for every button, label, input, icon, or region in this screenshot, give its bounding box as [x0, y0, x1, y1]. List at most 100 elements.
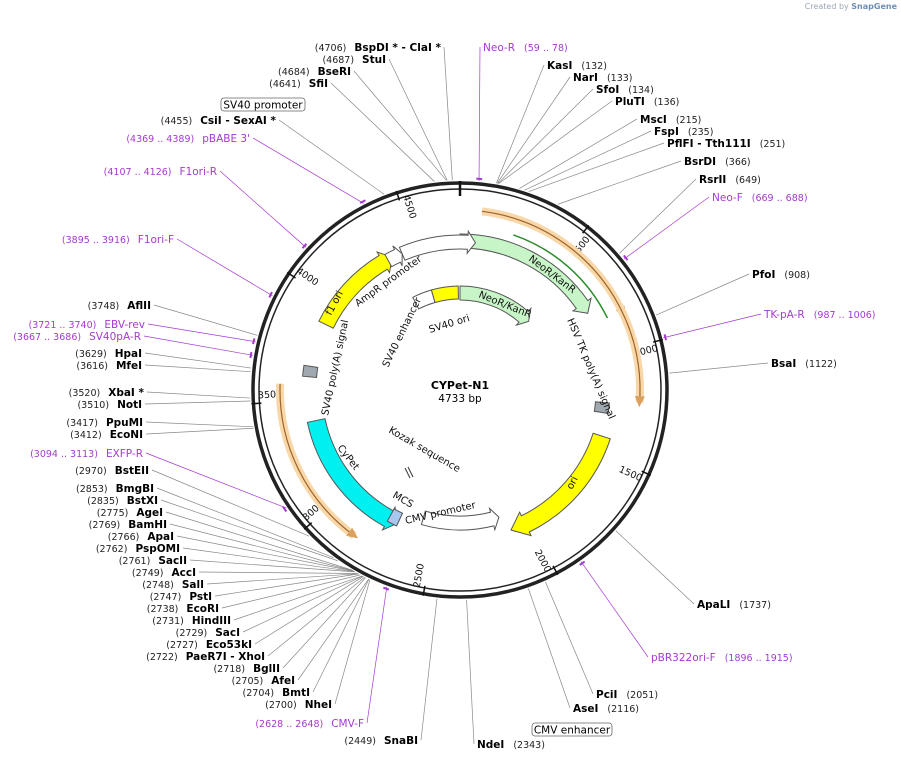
enzyme-site[interactable]: BsrDI(366): [684, 156, 751, 168]
cypet-arrow[interactable]: [306, 418, 399, 531]
enzyme-site[interactable]: Eco53kI(2727): [166, 639, 252, 651]
neo-kanr-outer-arc[interactable]: [513, 234, 609, 319]
enzyme-site[interactable]: MscI(215): [640, 114, 701, 126]
leader-line: [496, 76, 571, 184]
primer-site[interactable]: TK-pA-R(987 .. 1006): [763, 309, 876, 321]
boxed-feature-label[interactable]: SV40 promoter: [220, 97, 306, 112]
site-name: NheI: [305, 699, 332, 711]
enzyme-site[interactable]: SacII(2761): [119, 555, 187, 567]
leader-line: [156, 487, 334, 559]
enzyme-site[interactable]: PflFI - Tth111I(251): [667, 138, 785, 150]
tick-label: 1500: [617, 464, 644, 484]
hsv-tk-polya-box[interactable]: [593, 401, 610, 415]
enzyme-site[interactable]: KasI(132): [547, 60, 607, 72]
site-position: (2718): [213, 664, 245, 675]
ori-label: ori: [565, 475, 581, 492]
site-position: (3629): [75, 349, 107, 360]
primer-site[interactable]: EXFP-R(3094 .. 3113): [30, 448, 143, 460]
enzyme-site[interactable]: FspI(235): [654, 126, 713, 138]
tick-mark: [652, 338, 664, 343]
leader-line: [278, 119, 385, 195]
leader-line: [146, 391, 251, 399]
enzyme-site[interactable]: AseI(2116): [573, 703, 639, 715]
enzyme-site[interactable]: PpuMI(3417): [66, 417, 143, 429]
primer-site[interactable]: F1ori-F(3895 .. 3916): [62, 234, 174, 246]
enzyme-site[interactable]: SacI(2729): [176, 627, 240, 639]
enzyme-site[interactable]: XbaI *(3520): [69, 387, 145, 399]
enzyme-site[interactable]: AgeI(2775): [97, 507, 163, 519]
leader-line: [176, 238, 273, 296]
leader-line: [198, 571, 358, 574]
primer-site[interactable]: CMV-F(2628 .. 2648): [255, 718, 364, 730]
site-position: (2628 .. 2648): [255, 719, 323, 730]
kozak-box[interactable]: [386, 508, 404, 527]
enzyme-site[interactable]: BmtI(2704): [243, 687, 310, 699]
primer-site[interactable]: SV40pA-R(3667 .. 3686): [13, 331, 141, 343]
enzyme-site[interactable]: NarI(133): [573, 72, 633, 84]
neo-kanr-inner-arrow[interactable]: [459, 285, 532, 327]
primer-mark: [252, 338, 256, 345]
enzyme-site[interactable]: ApaI(2766): [108, 531, 174, 543]
site-position: (4455): [161, 116, 193, 127]
sv40-enhancer-box[interactable]: [412, 289, 436, 310]
enzyme-site[interactable]: SfoI(134): [596, 84, 654, 96]
enzyme-site[interactable]: AccI(2749): [132, 567, 196, 579]
sv40-polya-box[interactable]: [302, 364, 319, 378]
enzyme-site[interactable]: SnaBI(2449): [344, 735, 418, 747]
enzyme-site[interactable]: CsiI - SexAI *(4455): [161, 115, 277, 127]
enzyme-site[interactable]: BmgBI(2853): [76, 483, 154, 495]
site-name: SfiI: [309, 78, 328, 90]
enzyme-site[interactable]: SalI(2748): [142, 579, 204, 591]
enzyme-site[interactable]: BstEII(2970): [75, 465, 149, 477]
enzyme-site[interactable]: BsaI(1122): [771, 358, 837, 370]
boxed-feature-label[interactable]: CMV enhancer: [531, 722, 613, 737]
enzyme-site[interactable]: PstI(2747): [150, 591, 212, 603]
site-name: HindIII: [192, 615, 231, 627]
enzyme-site[interactable]: BseRI(4684): [278, 66, 351, 78]
enzyme-site[interactable]: EcoRI(2738): [147, 603, 219, 615]
enzyme-site[interactable]: RsrII(649): [699, 174, 761, 186]
site-name: pBR322ori-F: [651, 652, 716, 664]
primer-site[interactable]: F1ori-R(4107 .. 4126): [104, 166, 217, 178]
primer-site[interactable]: pBR322ori-F(1896 .. 1915): [651, 652, 793, 664]
enzyme-site[interactable]: NdeI(2343): [477, 739, 545, 751]
enzyme-site[interactable]: PfoI(908): [752, 269, 810, 281]
site-name: PciI: [596, 689, 617, 701]
primer-site[interactable]: pBABE 3'(4369 .. 4389): [126, 133, 250, 145]
enzyme-site[interactable]: PciI(2051): [596, 689, 658, 701]
enzyme-site[interactable]: AflII(3748): [88, 300, 151, 312]
enzyme-site[interactable]: HindIII(2731): [152, 615, 231, 627]
primer-site[interactable]: Neo-R(59 .. 78): [483, 42, 568, 54]
ampr-promoter-arrow[interactable]: [398, 229, 477, 261]
enzyme-site[interactable]: NheI(2700): [265, 699, 332, 711]
enzyme-site[interactable]: PspOMI(2762): [96, 543, 180, 555]
ori-arrow[interactable]: [510, 432, 611, 537]
enzyme-site[interactable]: SfiI(4641): [269, 78, 328, 90]
tick-label: 2500: [412, 563, 427, 589]
enzyme-site[interactable]: ApaLI(1737): [697, 599, 771, 611]
cmv-promoter-arrow[interactable]: [420, 506, 500, 532]
site-position: (235): [688, 127, 714, 138]
tick-label: 4500: [400, 194, 418, 220]
enzyme-site[interactable]: HpaI(3629): [75, 348, 142, 360]
leader-lines: [143, 46, 769, 745]
enzyme-site[interactable]: AfeI(2705): [232, 675, 295, 687]
primer-site[interactable]: EBV-rev(3721 .. 3740): [29, 319, 146, 331]
enzyme-site[interactable]: StuI(4687): [322, 54, 386, 66]
sv40-ori-box[interactable]: [430, 285, 459, 304]
leader-line: [466, 599, 475, 745]
enzyme-site[interactable]: BamHI(2769): [89, 519, 167, 531]
enzyme-site[interactable]: BspDI * - ClaI *(4706): [315, 42, 442, 54]
site-position: (2835): [87, 496, 119, 507]
ampr-promoter-small-arrow[interactable]: [384, 245, 403, 268]
enzyme-site[interactable]: PluTI(136): [615, 96, 679, 108]
enzyme-site[interactable]: BstXI(2835): [87, 495, 158, 507]
enzyme-site[interactable]: NotI(3510): [77, 399, 142, 411]
leader-line: [145, 427, 254, 435]
enzyme-site[interactable]: PaeR7I - XhoI(2722): [146, 651, 265, 663]
enzyme-site[interactable]: BglII(2718): [213, 663, 280, 675]
enzyme-site[interactable]: EcoNI(3412): [70, 429, 143, 441]
primer-site[interactable]: Neo-F(669 .. 688): [712, 192, 808, 204]
site-name: KasI: [547, 60, 572, 72]
enzyme-site[interactable]: MfeI(3616): [76, 360, 142, 372]
